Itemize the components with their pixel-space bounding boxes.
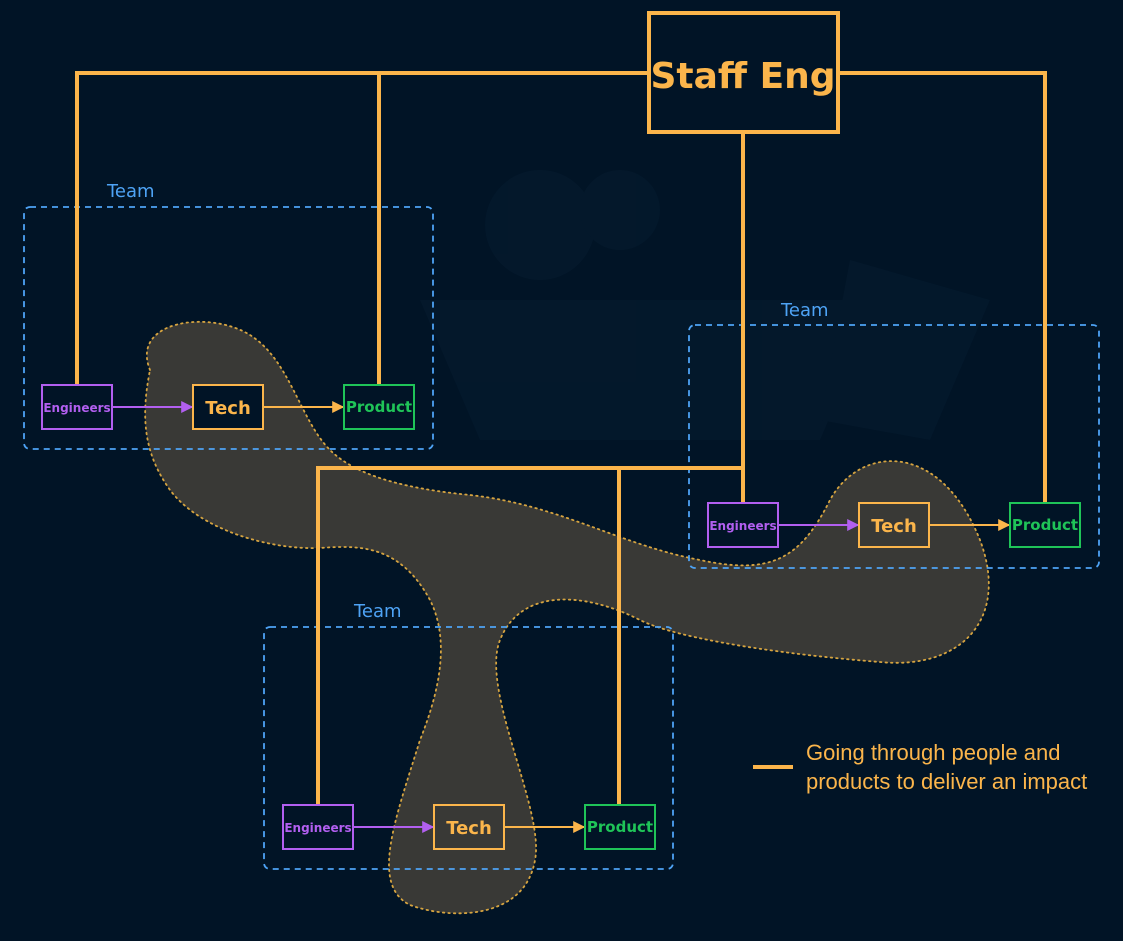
team-container-2 [688,324,1100,569]
engineers-node [707,502,779,548]
product-node [1009,502,1081,548]
legend-text-line-2: products to deliver an impact [806,769,1087,794]
tech-node [858,502,930,548]
team-1-nodes: Engineers Tech Product [41,384,415,430]
engineers-label: Engineers [284,821,351,835]
product-label: Product [587,818,653,836]
impact-line-team3-engineers [316,466,743,806]
tech-label: Tech [446,818,492,839]
team-3-nodes: Engineers Tech Product [282,804,656,850]
impact-line-team2-product [838,71,1047,504]
impact-lines [75,71,1047,806]
product-node [584,804,656,850]
legend: Going through people and products to del… [753,740,1087,794]
team-label: Team [106,181,155,202]
staff-eng-box [647,11,840,134]
engineers-node [282,804,354,850]
engineers-node [41,384,113,430]
tech-label: Tech [205,398,251,419]
engineers-label: Engineers [709,519,776,533]
staff-eng-label: Staff Eng [650,56,835,97]
impact-line-team1-engineers [75,71,649,386]
tech-node [433,804,505,850]
team-label: Team [353,601,402,622]
team-label: Team [780,300,829,321]
engineers-label: Engineers [43,401,110,415]
product-label: Product [1012,516,1078,534]
team-2-nodes: Engineers Tech Product [707,502,1081,548]
tech-label: Tech [871,516,917,537]
team-container-3 [263,626,674,870]
legend-text-line-1: Going through people and [806,740,1060,765]
team-container-1 [23,206,434,450]
watermark-logo [420,170,990,440]
product-label: Product [346,398,412,416]
product-node [343,384,415,430]
